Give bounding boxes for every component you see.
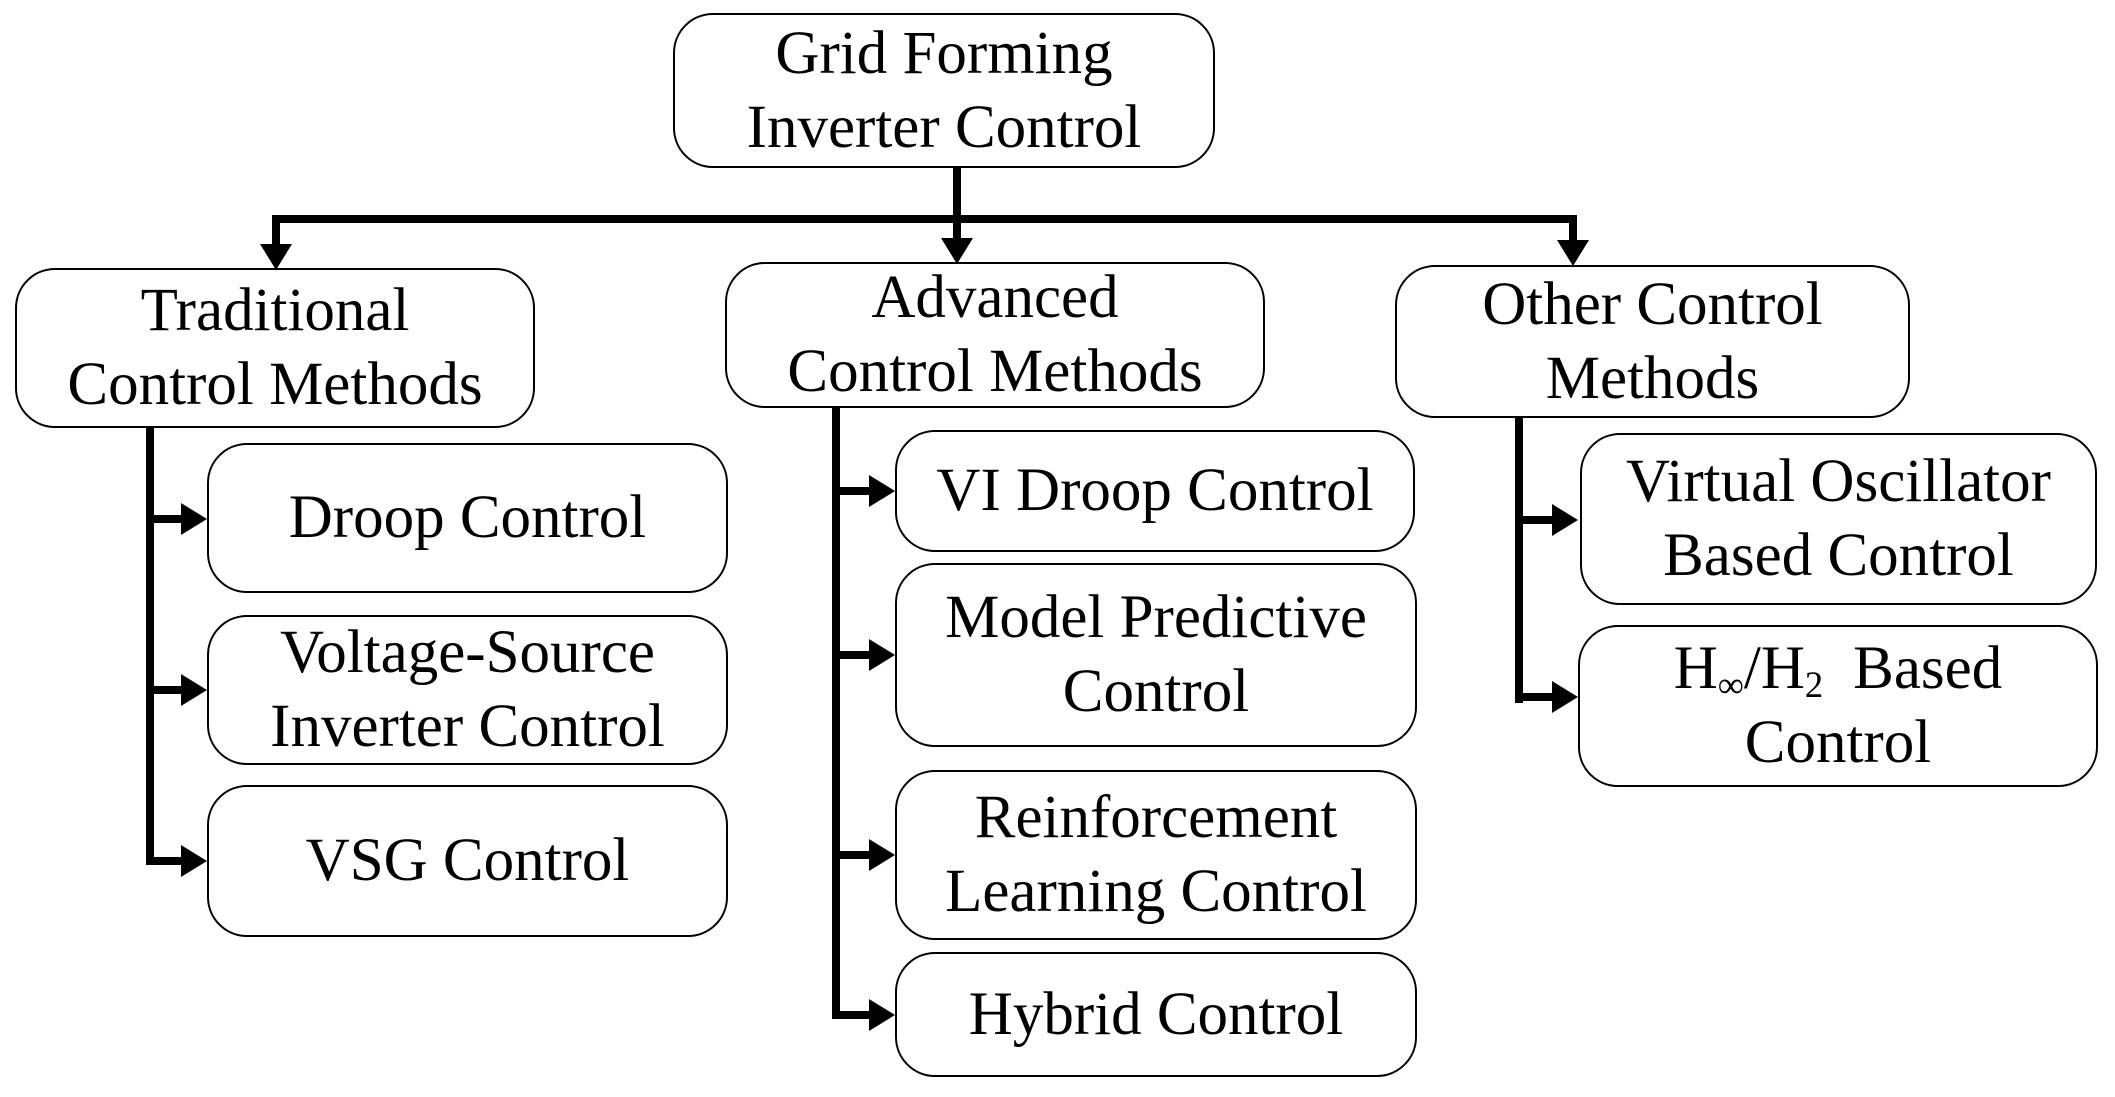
node-vi-droop-control: VI Droop Control [895,430,1415,552]
h-infinity-sub1: ∞ [1717,664,1744,706]
node-label-line1: VI Droop Control [936,457,1374,524]
node-label-line2: Learning Control [945,858,1367,925]
node-label-line2: Methods [1545,344,1760,412]
arrowhead-to-hybrid-icon [869,999,895,1031]
connector-to-virtual-oscillator [1515,516,1552,524]
h-infinity-sub2: 2 [1804,664,1824,706]
arrowhead-to-droop-icon [181,503,207,535]
node-other-control-methods: Other Control Methods [1395,265,1910,418]
arrowhead-to-reinforcement-icon [869,839,895,871]
node-advanced-control-methods: Advanced Control Methods [725,262,1265,408]
connector-to-droop [146,515,181,523]
connector-top-horizontal [272,215,1577,223]
node-label-line2: Inverter Control [746,93,1142,161]
connector-drop-traditional [272,215,280,246]
node-label-line1: Virtual Oscillator [1626,448,2051,515]
node-label-line1: Reinforcement [974,784,1338,851]
h-infinity-base1: H [1673,635,1718,702]
connector-other-trunk [1515,418,1523,703]
node-grid-forming-inverter-control: Grid Forming Inverter Control [673,13,1215,168]
node-label-line1: Model Predictive [945,584,1367,651]
node-label-line1: Advanced [871,264,1119,331]
node-traditional-control-methods: Traditional Control Methods [15,268,535,428]
node-hybrid-control: Hybrid Control [895,952,1417,1077]
arrowhead-to-model-predictive-icon [869,639,895,671]
node-label-line2: Based Control [1663,522,2014,589]
connector-advanced-trunk [832,408,840,1019]
node-reinforcement-learning-control: Reinforcement Learning Control [895,770,1417,940]
h-infinity-suffix: Based [1853,635,2003,702]
node-h-infinity-h2-based-control: H∞/H2 Based Control [1578,625,2098,787]
node-voltage-source-inverter-control: Voltage-Source Inverter Control [207,615,728,765]
connector-drop-other [1569,215,1577,242]
node-label-line1: Hybrid Control [968,980,1344,1048]
node-label-line1: Droop Control [288,484,647,551]
node-label-line2: Control [1744,709,1932,776]
node-label-line2: Control Methods [787,338,1203,405]
connector-to-reinforcement [832,851,869,859]
node-label-line1: VSG Control [305,827,630,894]
connector-root-stem [953,168,961,240]
arrowhead-to-virtual-oscillator-icon [1552,504,1578,536]
node-label-line1: H∞/H2 Based [1674,632,2003,706]
node-label-line2: Inverter Control [270,693,665,760]
connector-to-model-predictive [832,651,869,659]
node-label-line1: Traditional [140,277,410,344]
arrowhead-to-advanced-icon [941,238,973,264]
connector-to-h-infinity [1515,693,1552,701]
connector-to-voltage-source [146,686,181,694]
node-label-line2: Control [1062,658,1250,725]
node-label-line1: Other Control [1482,270,1823,338]
node-droop-control: Droop Control [207,443,728,593]
node-label-line2: Control Methods [67,351,483,418]
node-virtual-oscillator-based-control: Virtual Oscillator Based Control [1580,433,2097,605]
node-label-line1: Grid Forming [775,19,1113,87]
node-model-predictive-control: Model Predictive Control [895,563,1417,747]
h-infinity-base2: /H [1743,635,1805,702]
node-label-line1: Voltage-Source [280,619,655,686]
connector-to-vsg [146,857,181,865]
connector-to-hybrid [832,1011,869,1019]
arrowhead-to-vi-droop-icon [869,475,895,507]
arrowhead-to-h-infinity-icon [1552,681,1578,713]
arrowhead-to-vsg-icon [181,845,207,877]
arrowhead-to-other-icon [1557,240,1589,266]
connector-to-vi-droop [832,487,869,495]
node-vsg-control: VSG Control [207,785,728,937]
connector-traditional-trunk [146,428,154,865]
arrowhead-to-voltage-source-icon [181,674,207,706]
arrowhead-to-traditional-icon [260,244,292,270]
